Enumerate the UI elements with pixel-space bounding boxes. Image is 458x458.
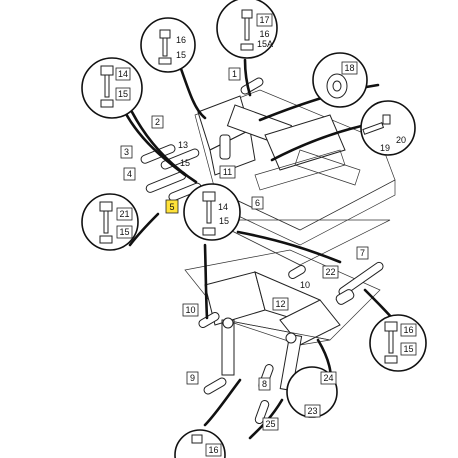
callout-9: 9 [186, 371, 199, 385]
svg-text:15: 15 [219, 216, 229, 226]
detail-circle-21-15 [81, 193, 139, 251]
svg-text:25: 25 [265, 419, 275, 429]
svg-text:15A: 15A [257, 39, 273, 49]
detail-circle-16-15-right [369, 314, 427, 372]
svg-text:1: 1 [232, 69, 237, 79]
detail-circle-14-15-top [81, 57, 143, 119]
callout-10-left: 10 [182, 303, 199, 317]
svg-text:22: 22 [325, 267, 335, 277]
detail-circle-18 [312, 52, 368, 108]
svg-text:8: 8 [262, 379, 267, 389]
callout-20: 20 [396, 135, 406, 145]
svg-text:7: 7 [360, 248, 365, 258]
callout-15-top: 15 [176, 50, 186, 60]
callout-19: 19 [380, 143, 390, 153]
svg-text:6: 6 [255, 198, 260, 208]
svg-text:5: 5 [169, 202, 174, 212]
svg-text:10: 10 [185, 305, 195, 315]
svg-text:16: 16 [403, 325, 413, 335]
svg-text:18: 18 [344, 63, 354, 73]
callout-13: 13 [178, 140, 188, 150]
svg-text:11: 11 [223, 167, 232, 177]
callout-16-bottom: 16 [205, 443, 222, 457]
svg-text:4: 4 [127, 169, 132, 179]
detail-circle-16-15 [140, 17, 196, 73]
callout-21: 21 [116, 207, 133, 221]
callout-14-top: 14 [115, 67, 131, 81]
svg-text:16: 16 [176, 35, 186, 45]
callout-1: 1 [228, 67, 241, 81]
svg-text:15: 15 [176, 50, 186, 60]
svg-text:16: 16 [259, 29, 269, 39]
svg-text:14: 14 [218, 202, 228, 212]
callout-22: 22 [322, 265, 339, 279]
callout-2: 2 [151, 115, 164, 129]
svg-text:17: 17 [259, 15, 269, 25]
callout-10-right: 10 [300, 280, 310, 290]
callout-18: 18 [341, 61, 358, 75]
callout-8: 8 [258, 377, 271, 391]
callout-15-right: 15 [400, 342, 417, 356]
callout-4: 4 [123, 167, 136, 181]
svg-text:3: 3 [124, 147, 129, 157]
callout-6: 6 [251, 196, 264, 210]
svg-text:15: 15 [118, 89, 128, 99]
callout-3: 3 [120, 145, 133, 159]
svg-text:23: 23 [307, 406, 317, 416]
callout-17: 17 [256, 13, 273, 27]
svg-text:13: 13 [178, 140, 188, 150]
svg-text:16: 16 [208, 445, 218, 455]
callout-15-lower-left: 15 [116, 225, 133, 239]
callout-15-center: 15 [180, 158, 190, 168]
svg-text:20: 20 [396, 135, 406, 145]
callout-7: 7 [356, 246, 369, 260]
callout-14-bottom: 14 [176, 0, 186, 8]
callout-12: 12 [272, 297, 289, 311]
callout-25: 25 [262, 417, 279, 431]
callout-16-right: 16 [400, 323, 417, 337]
svg-text:15: 15 [180, 158, 190, 168]
svg-text:15: 15 [119, 227, 129, 237]
lower-frame [184, 249, 381, 392]
callout-15-mid: 15 [219, 216, 229, 226]
detail-circle-14-15-mid [183, 183, 241, 241]
callout-11: 11 [219, 165, 236, 179]
svg-text:21: 21 [119, 209, 129, 219]
callout-14-mid: 14 [218, 202, 228, 212]
callout-5-highlighted: 5 [165, 199, 179, 214]
svg-text:19: 19 [380, 143, 390, 153]
svg-text:10: 10 [300, 280, 310, 290]
svg-text:24: 24 [323, 373, 333, 383]
detail-circle-19-20 [360, 100, 416, 156]
svg-text:12: 12 [275, 299, 285, 309]
svg-text:9: 9 [190, 373, 195, 383]
svg-text:15: 15 [403, 344, 413, 354]
callout-16-mid: 16 [176, 35, 186, 45]
callout-15-left: 15 [115, 87, 131, 101]
callout-16-top: 16 [259, 29, 269, 39]
callout-23: 23 [304, 404, 321, 418]
svg-text:14: 14 [118, 69, 128, 79]
callout-24: 24 [320, 371, 337, 385]
callout-15A: 15A [257, 39, 273, 49]
svg-text:2: 2 [155, 117, 160, 127]
